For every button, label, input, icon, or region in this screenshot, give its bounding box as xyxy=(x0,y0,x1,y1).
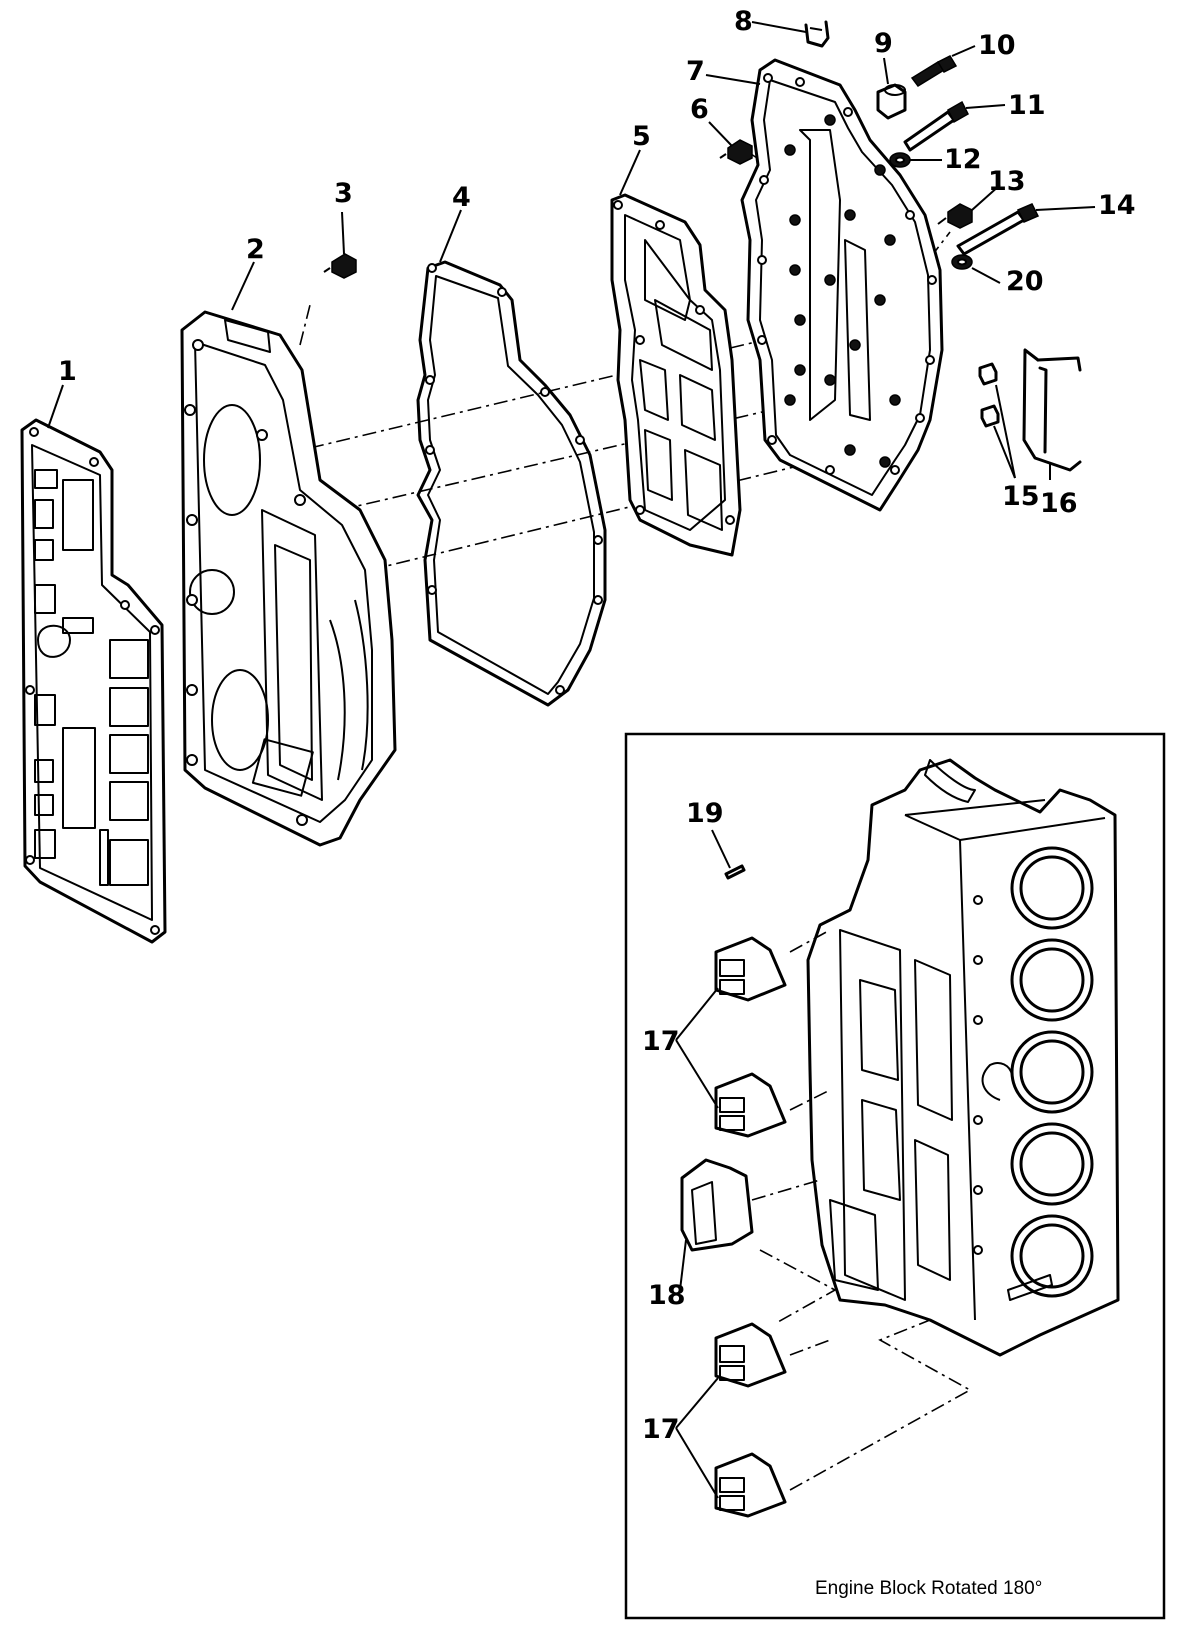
part-20-washer xyxy=(951,254,973,270)
callout-14: 14 xyxy=(1098,190,1136,221)
part-12-washer xyxy=(889,152,911,168)
part-8-clip xyxy=(804,20,830,48)
callout-19: 19 xyxy=(686,798,724,829)
callout-17-lower: 17 xyxy=(642,1414,680,1445)
part-5-adapter-plate xyxy=(610,193,742,557)
callout-11: 11 xyxy=(1008,90,1046,121)
leader-lines xyxy=(47,21,1096,1499)
callout-15: 15 xyxy=(1002,481,1040,512)
callout-20: 20 xyxy=(1006,266,1044,297)
inset-caption: Engine Block Rotated 180° xyxy=(815,1578,1042,1599)
part-19-dowel-pin xyxy=(724,864,746,880)
part-10-bolt xyxy=(910,55,958,87)
callout-18: 18 xyxy=(648,1280,686,1311)
callout-1: 1 xyxy=(58,356,77,387)
part-1-gasket-plate xyxy=(20,418,167,944)
callout-4: 4 xyxy=(452,182,471,213)
callout-10: 10 xyxy=(978,30,1016,61)
callout-7: 7 xyxy=(686,56,705,87)
part-15-clips xyxy=(978,362,1000,428)
part-17-upper-blocks xyxy=(714,936,787,1138)
part-17-lower-blocks xyxy=(714,1322,787,1518)
callout-16: 16 xyxy=(1040,488,1078,519)
inset-frame xyxy=(624,732,1166,1620)
part-3-bolt xyxy=(323,253,357,279)
part-4-gasket xyxy=(416,260,607,707)
callout-12: 12 xyxy=(944,144,982,175)
part-2-cover-housing xyxy=(180,310,397,847)
engine-block xyxy=(806,758,1120,1357)
callout-2: 2 xyxy=(246,234,265,265)
part-7-outer-cover xyxy=(740,58,944,512)
part-6-bolt xyxy=(719,139,753,165)
callout-3: 3 xyxy=(334,178,353,209)
callout-13: 13 xyxy=(988,166,1026,197)
part-9-spacer xyxy=(876,83,907,120)
part-18-block xyxy=(680,1158,754,1252)
part-13-bolt xyxy=(937,203,973,229)
callout-9: 9 xyxy=(874,28,893,59)
callout-6: 6 xyxy=(690,94,709,125)
callout-5: 5 xyxy=(632,121,651,152)
part-16-wire-bail xyxy=(1022,348,1082,472)
callout-8: 8 xyxy=(734,6,753,37)
part-11-bolt xyxy=(903,100,969,152)
callout-17-upper: 17 xyxy=(642,1026,680,1057)
part-14-bolt xyxy=(956,203,1040,256)
inset-alignment-lines xyxy=(751,929,972,1491)
callout-labels: 1 2 3 4 5 6 7 8 9 10 11 12 13 14 15 16 2… xyxy=(58,6,1136,1445)
